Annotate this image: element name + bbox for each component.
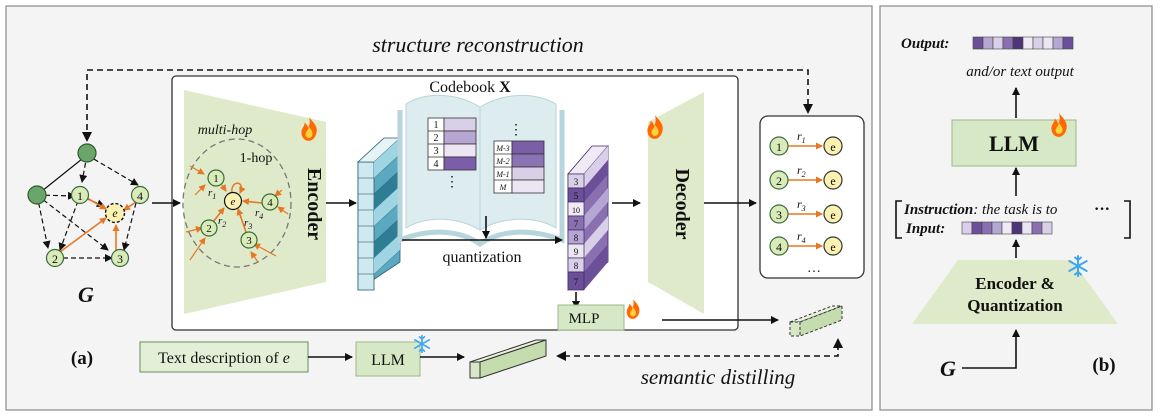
prompt-bracket-right <box>1124 200 1131 239</box>
triple-2-head: 2 <box>776 174 782 188</box>
codebook-left-row-3: 3 <box>434 146 439 157</box>
input-label: Input: <box>905 221 945 237</box>
triple-4-tail: e <box>830 240 835 254</box>
graph-node-1: 1 <box>77 189 83 203</box>
code-8: 7 <box>574 277 579 287</box>
input-tokens <box>961 221 1053 235</box>
mlp-label: MLP <box>569 311 600 327</box>
code-6: 9 <box>574 247 579 257</box>
graph-node-2: 2 <box>52 252 58 266</box>
graph-node-center: e <box>112 206 118 220</box>
codebook-right-row-3: M-1 <box>495 170 509 179</box>
graph-to-encoder-b-arrow <box>962 329 1020 369</box>
enc-node-1: 1 <box>213 173 219 185</box>
triples-arrows <box>769 136 843 256</box>
prompt-bracket-left <box>895 200 902 239</box>
triple-3-tail: e <box>830 208 835 222</box>
reconstruction-arrow <box>86 69 809 140</box>
codebook-left-dots: ⋮ <box>445 175 459 190</box>
text-description-label: Text description of e <box>158 350 290 367</box>
encoder-label: Encoder <box>303 168 325 240</box>
code-7: 8 <box>574 261 579 271</box>
triple-1-head: 1 <box>776 140 782 154</box>
code-2: 5 <box>574 191 579 201</box>
encoder-graph <box>185 165 289 263</box>
predicted-embedding <box>789 305 843 337</box>
encoder-quant-line1: Encoder & <box>975 274 1055 293</box>
graph-g-label-b: G <box>940 356 956 381</box>
panel-b-label: (b) <box>1092 355 1115 376</box>
codebook-left-row-4: 4 <box>434 159 439 170</box>
codebook-right-row-2: M-2 <box>495 157 509 166</box>
codebook-right-table <box>493 140 545 194</box>
enc-rel-r2: r2 <box>218 215 226 229</box>
enc-node-3: 3 <box>246 235 252 247</box>
triple-2-rel: r2 <box>797 163 806 179</box>
structure-reconstruction-label: structure reconstruction <box>372 32 584 57</box>
llm-b-label: LLM <box>989 131 1039 156</box>
triples-ellipsis: … <box>807 261 821 276</box>
triple-4-rel: r4 <box>797 229 806 245</box>
instruction-ellipsis: ··· <box>1094 201 1110 218</box>
graph-node-3: 3 <box>117 252 123 266</box>
quantization-label: quantization <box>442 249 521 266</box>
input-graph <box>27 143 150 268</box>
enc-node-2: 2 <box>206 223 212 235</box>
encoder-quantization-block <box>912 260 1118 324</box>
decoder-block <box>648 92 704 314</box>
code-4: 7 <box>574 219 579 229</box>
continuous-embedding <box>356 137 402 291</box>
decoder-label: Decoder <box>671 168 693 239</box>
distill-arrowhead-left <box>556 351 566 361</box>
triple-3-rel: r3 <box>797 197 806 213</box>
codebook-left-row-2: 2 <box>434 133 439 144</box>
reconstruction-arrowhead-left <box>82 132 92 142</box>
quantized-code-stack <box>567 145 609 291</box>
enc-node-center: e <box>231 196 236 208</box>
semantic-distilling-label: semantic distilling <box>641 365 796 389</box>
panel-a-label: (a) <box>71 348 93 369</box>
multi-hop-label: multi-hop <box>198 123 252 138</box>
codebook-right-dots: ⋮ <box>509 123 523 138</box>
llm-a-box <box>355 341 421 377</box>
distill-arrowhead-right <box>833 338 843 348</box>
multi-hop-boundary <box>182 138 292 268</box>
code-5: 8 <box>574 233 579 243</box>
codebook-left-row-1: 1 <box>434 120 439 131</box>
triple-3-head: 3 <box>776 208 782 222</box>
reconstruction-arrowhead-right <box>803 104 813 114</box>
triple-1-rel: r1 <box>797 129 806 145</box>
llm-a-label: LLM <box>371 352 405 369</box>
triple-4-head: 4 <box>776 240 782 254</box>
enc-node-4: 4 <box>267 197 273 209</box>
triple-2-tail: e <box>830 174 835 188</box>
graph-node-4: 4 <box>137 189 143 203</box>
triples-box <box>759 115 865 279</box>
codebook-right-row-1: M-3 <box>495 144 509 153</box>
output-tokens <box>972 36 1074 50</box>
code-1: 3 <box>574 177 579 187</box>
enc-rel-r1: r1 <box>208 187 216 201</box>
semantic-embedding <box>469 339 547 379</box>
codebook-right-row-4: M <box>499 183 508 192</box>
triple-1-tail: e <box>830 140 835 154</box>
graph-g-label: G <box>78 282 94 307</box>
enc-rel-r4: r4 <box>255 207 263 221</box>
codebook-left-table <box>427 117 477 171</box>
code-3: 10 <box>572 206 580 215</box>
instruction-line: Instruction: the task is to <box>903 202 1058 218</box>
encoder-quant-line2: Quantization <box>967 296 1063 315</box>
output-text-label: and/or text output <box>966 64 1074 80</box>
enc-rel-r3: r3 <box>244 217 252 231</box>
output-label: Output: <box>901 36 949 52</box>
text-description-box <box>139 341 309 373</box>
mlp-box <box>557 304 625 331</box>
one-hop-label: 1-hop <box>240 151 273 166</box>
